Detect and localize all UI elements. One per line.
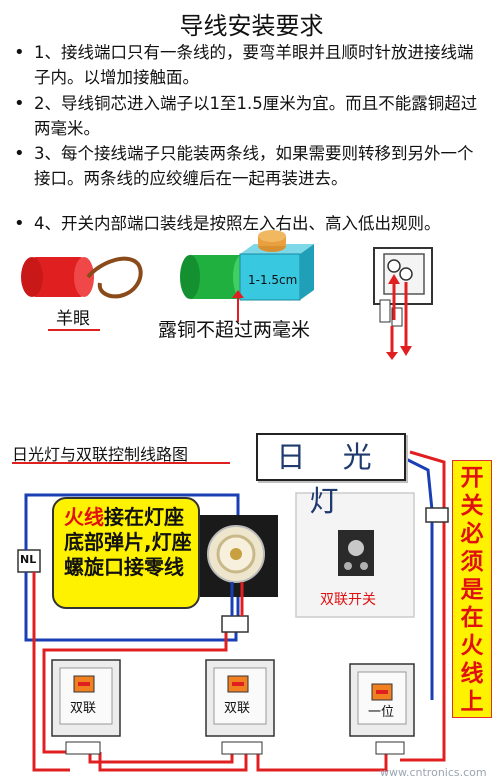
bullet-icon: • bbox=[14, 93, 25, 114]
connector-icon bbox=[425, 507, 449, 523]
switch-terminal-icon bbox=[373, 247, 433, 360]
switch-photo-label: 双联开关 bbox=[320, 592, 376, 608]
bullet-icon: • bbox=[14, 42, 25, 63]
switch-3-label: 一位 bbox=[368, 705, 394, 720]
live-wires bbox=[32, 450, 446, 772]
switch-1-label: 双联 bbox=[70, 701, 96, 716]
callout-live-text: 火线 bbox=[64, 505, 104, 529]
rule-item-2: • 2、导线铜芯进入端子以1至1.5厘米为宜。而且不能露铜超过两毫米。 bbox=[14, 93, 478, 138]
nl-terminal-icon bbox=[17, 549, 41, 573]
switch-3 bbox=[349, 663, 415, 755]
green-wire-terminal-icon bbox=[180, 230, 314, 322]
switch-photo-icon bbox=[295, 492, 415, 618]
rule-item-4: • 4、开关内部端口装线是按照左入右出、高入低出规则。 bbox=[14, 213, 441, 234]
side-note: 开关必须是在火线上 bbox=[460, 465, 484, 715]
rule-item-3: • 3、每个接线端子只能装两条线，如果需要则转移到另外一个接口。两条线的应绞缠后… bbox=[14, 143, 474, 188]
red-wire-eye-icon bbox=[21, 256, 143, 299]
connector-icon bbox=[221, 615, 249, 633]
side-note-panel bbox=[452, 460, 492, 718]
bullet-icon: • bbox=[14, 143, 25, 164]
switch-2 bbox=[205, 659, 275, 755]
callout-box: 火线接在灯座底部弹片,灯座螺旋口接零线 bbox=[52, 497, 200, 609]
rule-item-1: • 1、接线端口只有一条线的，要弯羊眼并且顺时针放进接线端子内。以增加接触面。 bbox=[14, 42, 474, 87]
eye-label: 羊眼 bbox=[56, 309, 90, 329]
watermark: www.cntronics.com bbox=[380, 766, 487, 779]
lamp-socket-icon bbox=[200, 515, 278, 616]
wiring-illustrations: 羊眼 1-1.5cm 露铜不超过两毫米 bbox=[21, 230, 433, 360]
bullet-icon: • bbox=[14, 213, 25, 234]
callout-text: 接在灯座底部弹片,灯座螺旋口接零线 bbox=[64, 505, 192, 579]
page-title: 导线安装要求 bbox=[179, 12, 324, 40]
diagram-heading: 日光灯与双联控制线路图 bbox=[12, 445, 189, 464]
terminal-size-label: 1-1.5cm bbox=[248, 273, 297, 287]
switch-2-label: 双联 bbox=[224, 701, 250, 716]
copper-label: 露铜不超过两毫米 bbox=[158, 319, 310, 341]
lamp-label: 日 光 灯 bbox=[256, 433, 406, 518]
nl-label: NL bbox=[20, 553, 37, 566]
switch-1 bbox=[51, 659, 121, 755]
